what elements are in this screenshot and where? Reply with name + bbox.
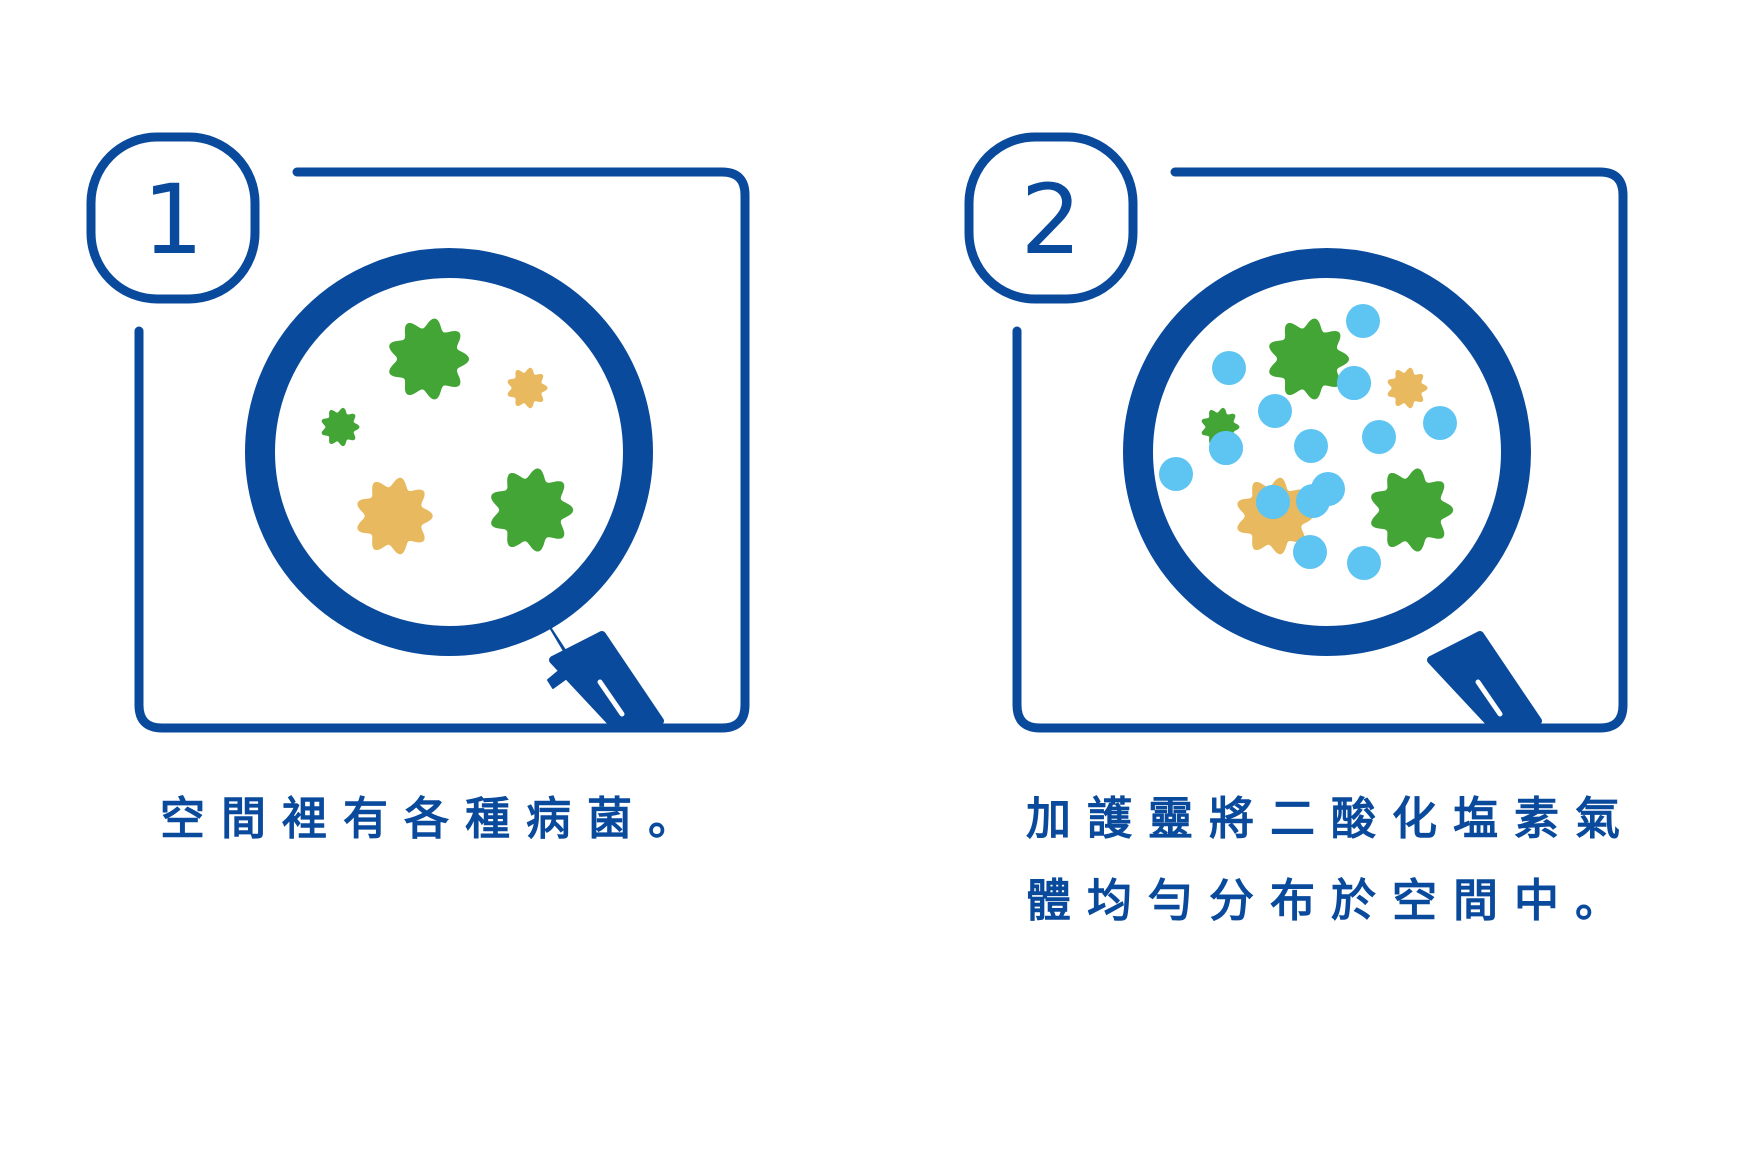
step-badge-1: 1 [91,137,255,299]
caption-1: 空間裡有各種病菌。 [160,778,709,860]
particle-icon-9 [1159,457,1193,491]
magnifier-icon-2 [1138,263,1538,721]
particle-icon-1 [1346,304,1380,338]
step-number-2: 2 [1020,164,1081,276]
step-number-1: 1 [142,164,203,276]
particle-icon-5 [1209,431,1243,465]
panel-1: 1 [91,137,745,728]
caption-1-line-1: 空間裡有各種病菌。 [160,778,709,860]
caption-2-line-1: 加護靈將二酸化塩素氣 [1026,778,1636,860]
particle-icon-6 [1294,429,1328,463]
step-badge-2: 2 [969,137,1133,299]
magnifier-handle-1-body [553,635,660,721]
particle-icon-11 [1293,535,1327,569]
magnifier-lens-2 [1138,263,1516,641]
particle-icon-14 [1256,485,1290,519]
particle-icon-8 [1423,406,1457,440]
caption-2-line-2: 體均勻分布於空間中。 [1026,860,1636,942]
particle-icon-2 [1212,351,1246,385]
magnifier-icon-1 [260,263,660,721]
particle-icon-7 [1362,420,1396,454]
particle-icon-3 [1337,366,1371,400]
particle-icon-12 [1347,546,1381,580]
caption-2: 加護靈將二酸化塩素氣 體均勻分布於空間中。 [1026,778,1636,942]
magnifier-handle-2-body [1431,635,1538,721]
panel-2: 2 [969,137,1623,728]
particle-icon-4 [1258,394,1292,428]
particle-icon-13 [1296,484,1330,518]
magnifier-lens-1 [260,263,638,641]
